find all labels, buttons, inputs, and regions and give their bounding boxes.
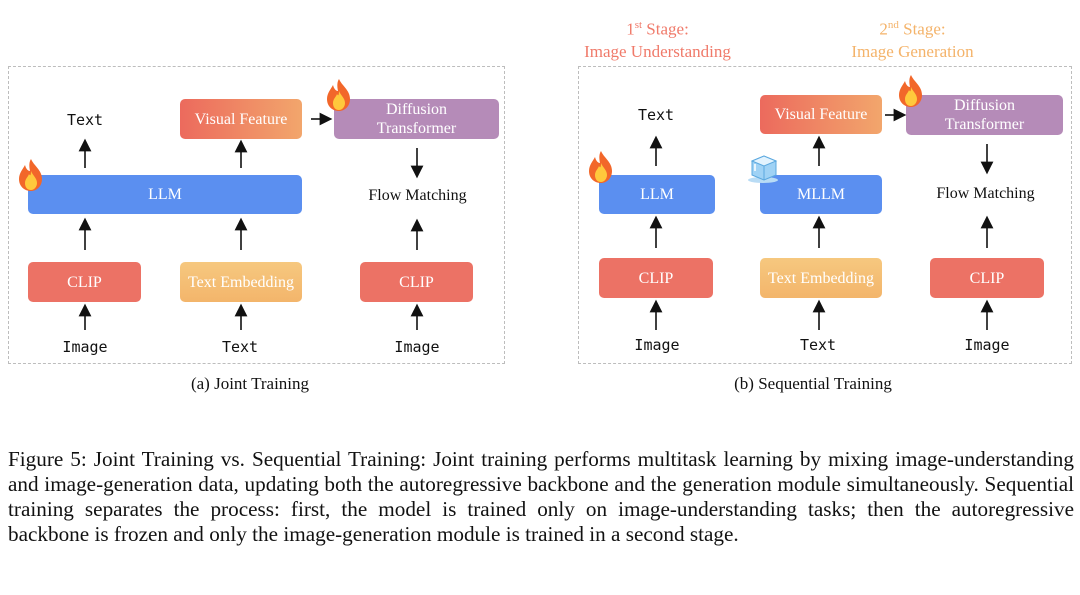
flame-icon: [19, 159, 42, 191]
flame-icon: [327, 79, 350, 111]
joint-diffusion-label: Diffusion Transformer: [376, 101, 457, 137]
joint-training-panel: [8, 66, 505, 364]
seq-visual-feature-box: Visual Feature: [760, 95, 882, 134]
joint-image-input-right: Image: [394, 338, 440, 356]
seq-text-embedding-box: Text Embedding: [760, 258, 882, 298]
stage2-title: 2nd Stage: Image Generation: [815, 14, 1010, 63]
seq-image-input-right: Image: [964, 336, 1010, 354]
joint-clip-right-box: CLIP: [360, 262, 473, 302]
figure-caption: Figure 5: Joint Training vs. Sequential …: [8, 447, 1074, 546]
seq-clip-left-box: CLIP: [599, 258, 713, 298]
stage1-number: 1: [626, 19, 635, 39]
stage1-name: Image Understanding: [584, 41, 731, 61]
seq-llm-box: LLM: [599, 175, 715, 214]
stage2-name: Image Generation: [851, 41, 974, 61]
seq-clip-right-box: CLIP: [930, 258, 1044, 298]
seq-arrows: [649, 108, 994, 330]
flame-icon: [899, 75, 922, 107]
joint-image-input-left: Image: [62, 338, 108, 356]
stage2-suffix: Stage:: [898, 19, 946, 39]
seq-image-input-left: Image: [634, 336, 680, 354]
joint-text-embedding-box: Text Embedding: [180, 262, 302, 302]
seq-mllm-box: MLLM: [760, 175, 882, 214]
joint-caption: (a) Joint Training: [190, 374, 310, 393]
sequential-training-panel: [578, 66, 1072, 364]
ice-cube-icon: [748, 155, 778, 183]
seq-diffusion-label: Diffusion Transformer: [944, 97, 1025, 133]
joint-visual-feature-box: Visual Feature: [180, 99, 302, 139]
joint-arrows: [78, 112, 424, 330]
joint-llm-box: LLM: [28, 175, 302, 214]
joint-text-input: Text: [221, 338, 259, 356]
stage2-ordinal: nd: [887, 19, 899, 31]
stage1-title: 1st Stage: Image Understanding: [560, 14, 755, 63]
joint-diffusion-transformer-box: Diffusion Transformer: [334, 99, 499, 139]
joint-text-output: Text: [66, 111, 104, 129]
joint-clip-left-box: CLIP: [28, 262, 141, 302]
seq-text-output: Text: [637, 106, 675, 124]
stage1-suffix: Stage:: [642, 19, 689, 39]
stage1-ordinal: st: [634, 19, 643, 31]
flame-icon: [589, 151, 612, 183]
seq-text-input: Text: [799, 336, 837, 354]
sequential-caption: (b) Sequential Training: [734, 374, 892, 393]
seq-flow-matching-label: Flow Matching: [936, 185, 1035, 202]
joint-flow-matching-label: Flow Matching: [368, 187, 467, 204]
stage2-number: 2: [879, 19, 888, 39]
seq-diffusion-transformer-box: Diffusion Transformer: [906, 95, 1063, 135]
